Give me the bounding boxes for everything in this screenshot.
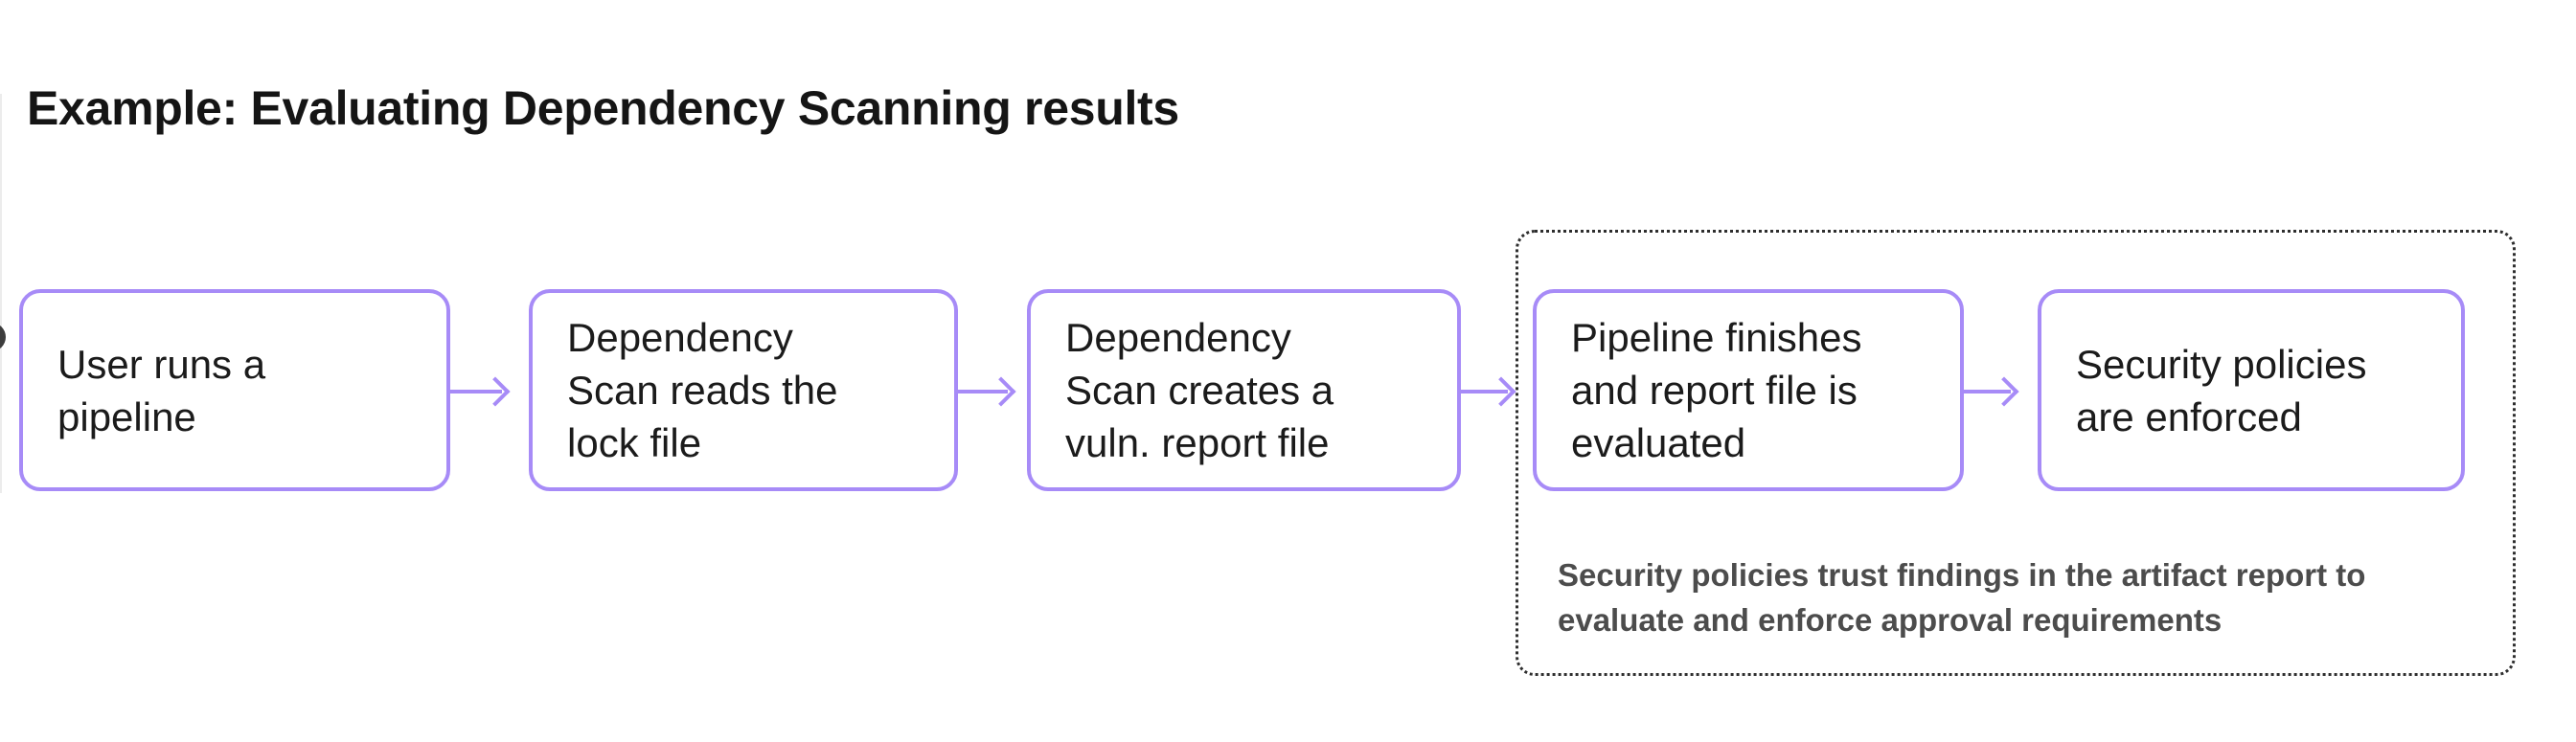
arrow-shaft (958, 390, 1008, 393)
arrow-shaft (1964, 390, 2011, 393)
flow-node-policies-enforced: Security policies are enforced (2038, 289, 2465, 491)
flow-node-label: User runs a pipeline (57, 341, 266, 439)
flow-arrow-3 (1461, 376, 1516, 407)
policy-evaluation-group: Security policies trust findings in the … (1516, 230, 2516, 676)
flow-node-pipeline-finishes: Pipeline finishes and report file is eva… (1533, 289, 1964, 491)
flow-arrow-2 (958, 376, 1016, 407)
arrow-head-icon (480, 376, 511, 407)
flow-node-label: Pipeline finishes and report file is eva… (1571, 315, 1862, 465)
policy-evaluation-note: Security policies trust findings in the … (1558, 557, 2366, 638)
flow-arrow-4 (1964, 376, 2019, 407)
flow-node-label: Dependency Scan creates a vuln. report f… (1065, 315, 1334, 465)
flow-node-scan-creates-report: Dependency Scan creates a vuln. report f… (1027, 289, 1461, 491)
cropped-node-fragment (0, 323, 6, 351)
arrow-head-icon (1989, 376, 2019, 407)
flow-node-user-runs-pipeline: User runs a pipeline (19, 289, 450, 491)
flow-node-label: Dependency Scan reads the lock file (567, 315, 838, 465)
flow-node-label: Security policies are enforced (2076, 341, 2367, 439)
arrow-head-icon (986, 376, 1016, 407)
diagram-title: Example: Evaluating Dependency Scanning … (27, 81, 1179, 135)
flow-arrow-1 (450, 376, 511, 407)
arrow-head-icon (1486, 376, 1516, 407)
arrow-shaft (1461, 390, 1508, 393)
flow-node-scan-reads-lock-file: Dependency Scan reads the lock file (529, 289, 958, 491)
arrow-shaft (450, 390, 502, 393)
cropped-edge-line (0, 94, 2, 493)
